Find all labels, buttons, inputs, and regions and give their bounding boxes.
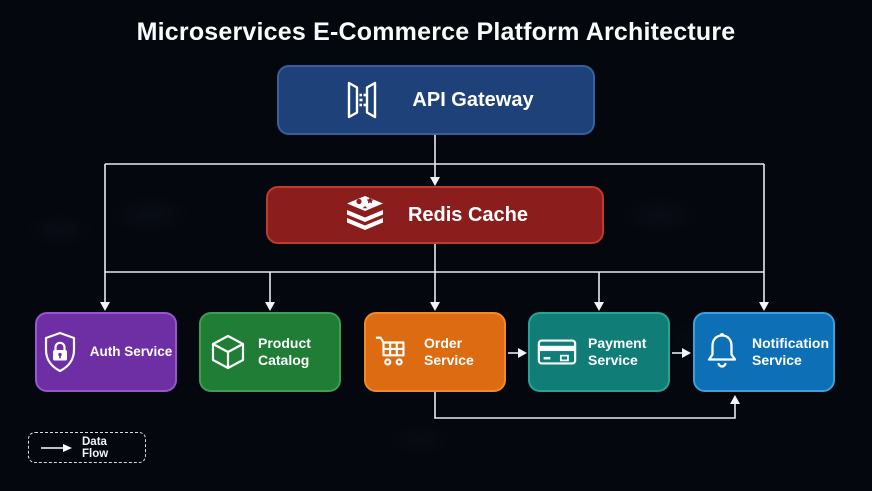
node-label: API Gateway	[412, 88, 534, 111]
legend-data-flow: Data Flow	[28, 432, 146, 463]
shield-lock-icon	[40, 330, 80, 374]
node-redis-cache: Redis Cache	[266, 186, 604, 244]
cube-icon	[208, 332, 248, 372]
node-payment-service: Payment Service	[528, 312, 670, 392]
node-order-service: Order Service	[364, 312, 506, 392]
node-notification-service: Notification Service	[693, 312, 835, 392]
node-auth-service: Auth Service	[35, 312, 177, 392]
shopping-cart-icon	[372, 333, 414, 371]
page-title: Microservices E-Commerce Platform Archit…	[136, 18, 736, 46]
redis-stack-icon	[342, 194, 388, 236]
node-label: Order Service	[424, 334, 474, 369]
node-product-catalog: Product Catalog	[199, 312, 341, 392]
node-label: Payment Service	[588, 334, 647, 369]
credit-card-icon	[536, 336, 578, 368]
node-label: Redis Cache	[407, 203, 529, 226]
legend-label: Data Flow	[82, 435, 109, 460]
bell-icon	[702, 330, 742, 374]
node-api-gateway: API Gateway	[277, 65, 595, 135]
node-label: Notification Service	[752, 334, 829, 369]
gateway-icon	[338, 76, 386, 124]
data-flow-arrow-icon	[40, 443, 73, 453]
node-label: Product Catalog	[258, 334, 311, 369]
node-label: Auth Service	[89, 343, 173, 359]
